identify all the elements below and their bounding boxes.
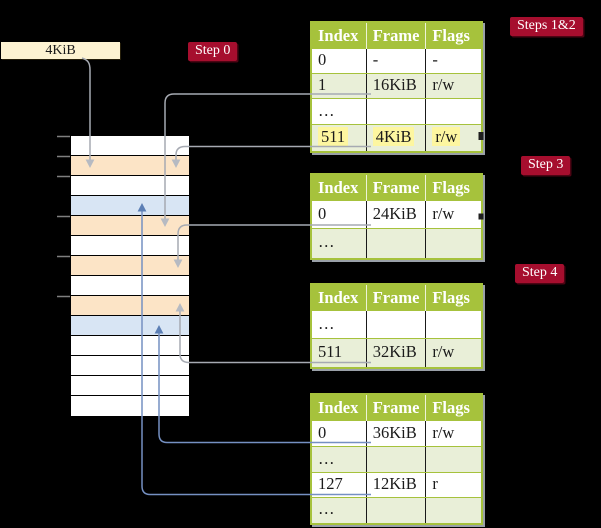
table-cell: 36KiB bbox=[365, 421, 426, 446]
column-header-flags: Flags bbox=[425, 175, 481, 201]
table-cell: 511 bbox=[312, 125, 366, 151]
highlighted-value: 4KiB bbox=[372, 127, 415, 146]
table-cell: 1 bbox=[318, 75, 327, 94]
column-header-flags: Flags bbox=[425, 395, 481, 421]
table-row: … bbox=[312, 447, 481, 473]
frame-4kib-label: 4KiB bbox=[45, 43, 76, 58]
column-header-index: Index bbox=[318, 288, 359, 307]
column-header-index: Index bbox=[318, 178, 359, 197]
table-cell bbox=[365, 498, 426, 523]
memory-row-12 bbox=[71, 356, 189, 376]
frame-4kib-box: 4KiB bbox=[1, 42, 120, 59]
table-row: … bbox=[312, 311, 481, 339]
memory-row-4 bbox=[71, 196, 189, 216]
column-header-index: Index bbox=[318, 398, 359, 417]
table-cell: - bbox=[425, 49, 481, 73]
table-cell: r/w bbox=[425, 74, 481, 98]
table-cell bbox=[425, 498, 481, 523]
table-cell: … bbox=[318, 449, 335, 468]
badge-step-3: Step 3 bbox=[521, 156, 571, 175]
table-cell: r/w bbox=[425, 339, 481, 367]
table-cell bbox=[365, 447, 426, 472]
table-cell bbox=[425, 229, 481, 258]
table-row: … bbox=[312, 229, 481, 258]
badge-step-4: Step 4 bbox=[515, 264, 565, 283]
table-cell: 4KiB bbox=[365, 125, 426, 151]
memory-row-5 bbox=[71, 216, 189, 236]
memory-row-6 bbox=[71, 236, 189, 256]
table-cell: 511 bbox=[318, 342, 343, 361]
table-cell: 32KiB bbox=[365, 339, 426, 367]
table-cell: 0 bbox=[318, 204, 327, 223]
table-cell bbox=[365, 229, 426, 258]
memory-row-7 bbox=[71, 256, 189, 276]
table-cell: 12KiB bbox=[365, 473, 426, 497]
memory-row-3 bbox=[71, 176, 189, 196]
table-cell: 0 bbox=[318, 423, 327, 442]
table-cell bbox=[425, 311, 481, 338]
memory-row-2 bbox=[71, 156, 189, 176]
column-header-frame: Frame bbox=[365, 395, 426, 421]
memory-row-9 bbox=[71, 296, 189, 316]
table-cell bbox=[365, 99, 426, 124]
memory-row-1 bbox=[71, 136, 189, 156]
table-row: 0 -- bbox=[312, 49, 481, 74]
table-cell: … bbox=[318, 499, 335, 518]
memory-column bbox=[70, 135, 190, 417]
table-cell bbox=[425, 447, 481, 472]
table-cell: - bbox=[365, 49, 426, 73]
badge-step-0: Step 0 bbox=[188, 42, 238, 61]
column-header-flags: Flags bbox=[425, 285, 481, 311]
memory-row-8 bbox=[71, 276, 189, 296]
memory-row-14 bbox=[71, 396, 189, 416]
table-cell bbox=[425, 99, 481, 124]
memory-row-11 bbox=[71, 336, 189, 356]
highlighted-value: r/w bbox=[432, 127, 461, 146]
column-header-flags: Flags bbox=[425, 23, 481, 49]
table-cell: … bbox=[318, 314, 335, 333]
table-cell bbox=[365, 311, 426, 338]
column-header-frame: Frame bbox=[365, 175, 426, 201]
column-header-frame: Frame bbox=[365, 23, 426, 49]
table-cell: … bbox=[318, 101, 335, 120]
table-cell: 127 bbox=[318, 474, 343, 493]
table-row: … bbox=[312, 99, 481, 125]
table-cell: 24KiB bbox=[365, 201, 426, 228]
table-cell: 0 bbox=[318, 50, 327, 69]
table-cell: … bbox=[318, 232, 335, 251]
column-header-frame: Frame bbox=[365, 285, 426, 311]
table-row: 511 4KiB r/w bbox=[312, 125, 481, 151]
table-cell: r/w bbox=[425, 201, 481, 228]
memory-row-10 bbox=[71, 316, 189, 336]
table-cell: r/w bbox=[425, 421, 481, 446]
badge-steps-1-2: Steps 1&2 bbox=[510, 17, 583, 36]
table-cell: r bbox=[425, 473, 481, 497]
memory-row-13 bbox=[71, 376, 189, 396]
highlighted-value: 511 bbox=[318, 127, 349, 146]
table-cell: 16KiB bbox=[365, 74, 426, 98]
table-cell: r/w bbox=[425, 125, 481, 151]
table-row: … bbox=[312, 498, 481, 523]
column-header-index: Index bbox=[318, 26, 359, 45]
